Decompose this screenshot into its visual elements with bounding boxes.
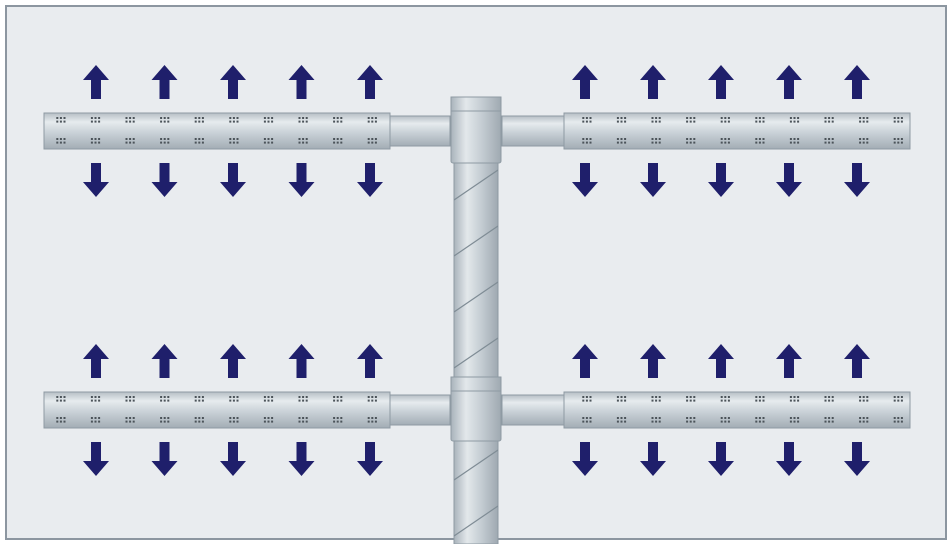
flow-arrow-up-icon [572, 65, 598, 99]
flow-arrow-down-icon [151, 163, 178, 197]
flow-arrow-up-icon [776, 344, 802, 378]
flow-arrow-up-icon [844, 65, 870, 99]
flow-arrow-down-icon [640, 163, 666, 197]
flow-arrow-up-icon [844, 344, 870, 378]
flow-arrow-down-icon [776, 442, 802, 476]
flow-arrows [572, 344, 870, 476]
flow-arrow-down-icon [708, 442, 734, 476]
perforated-branch-left [43, 65, 451, 197]
flow-arrow-up-icon [572, 344, 598, 378]
flow-arrow-up-icon [776, 65, 802, 99]
flow-arrow-down-icon [151, 442, 178, 476]
flow-arrow-down-icon [357, 163, 383, 197]
riser-stripe [454, 449, 498, 481]
flow-arrow-down-icon [220, 163, 246, 197]
connector-pipe [389, 394, 451, 426]
perforations [582, 396, 903, 423]
perforated-pipe [43, 391, 391, 429]
flow-arrow-down-icon [844, 442, 870, 476]
perforated-branch-left [43, 344, 451, 476]
flow-arrow-up-icon [288, 65, 315, 99]
perforated-branch-right [501, 344, 911, 476]
flow-arrow-down-icon [776, 163, 802, 197]
connector-pipe [501, 394, 567, 426]
flow-arrow-up-icon [357, 344, 383, 378]
flow-arrows [83, 344, 383, 476]
perforated-pipe [563, 391, 911, 429]
flow-arrow-up-icon [708, 344, 734, 378]
header-row-2 [43, 344, 911, 476]
flow-arrow-up-icon [83, 344, 109, 378]
perforations [56, 117, 377, 144]
tee-fitting-collar [450, 96, 502, 112]
flow-arrow-up-icon [151, 344, 178, 378]
flow-arrows [572, 65, 870, 197]
flow-arrow-up-icon [83, 65, 109, 99]
riser-stripe [454, 169, 498, 201]
flow-arrow-up-icon [708, 65, 734, 99]
perforated-branch-right [501, 65, 911, 197]
flow-arrow-up-icon [640, 344, 666, 378]
riser-stripe [454, 505, 498, 537]
flow-arrow-down-icon [220, 442, 246, 476]
flow-arrow-up-icon [151, 65, 178, 99]
flow-arrow-up-icon [220, 344, 246, 378]
riser-stripe [454, 281, 498, 313]
connector-pipe [389, 115, 451, 147]
flow-arrow-down-icon [357, 442, 383, 476]
flow-arrow-down-icon [288, 442, 315, 476]
perforations [582, 117, 903, 144]
riser-stripe [454, 337, 498, 369]
flow-arrow-down-icon [83, 442, 109, 476]
vertical-riser-pipe [453, 149, 499, 544]
connector-pipe [501, 115, 567, 147]
flow-arrow-down-icon [83, 163, 109, 197]
header-row-1 [43, 65, 911, 197]
flow-arrow-up-icon [357, 65, 383, 99]
flow-arrow-up-icon [288, 344, 315, 378]
flow-arrow-down-icon [844, 163, 870, 197]
flow-arrow-down-icon [640, 442, 666, 476]
perforations [56, 396, 377, 423]
flow-arrow-down-icon [288, 163, 315, 197]
flow-arrow-down-icon [572, 442, 598, 476]
tee-fitting-collar [450, 376, 502, 392]
perforated-pipe [563, 112, 911, 150]
flow-arrow-up-icon [220, 65, 246, 99]
perforated-pipe [43, 112, 391, 150]
flow-arrow-down-icon [708, 163, 734, 197]
flow-arrow-down-icon [572, 163, 598, 197]
flow-arrows [83, 65, 383, 197]
flow-arrow-up-icon [640, 65, 666, 99]
riser-stripe [454, 225, 498, 257]
